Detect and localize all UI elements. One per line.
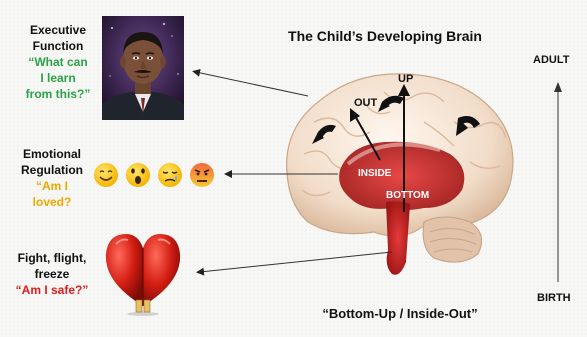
executive-quote-line3: from this?” bbox=[18, 86, 98, 102]
angry-emoji-icon bbox=[190, 163, 214, 187]
crying-emoji-icon bbox=[158, 163, 182, 187]
timeline-top-label: ADULT bbox=[533, 54, 569, 66]
diagram-subtitle: “Bottom-Up / Inside-Out” bbox=[285, 306, 515, 321]
brain-label-inside: INSIDE bbox=[358, 168, 392, 179]
emoji-row bbox=[92, 160, 222, 190]
boxing-gloves-heart-icon bbox=[100, 226, 186, 318]
emotional-quote-line1: “Am I bbox=[12, 178, 92, 194]
survival-heading-line1: Fight, flight, bbox=[12, 250, 92, 266]
emotional-heading-line2: Regulation bbox=[12, 162, 92, 178]
brain-label-out: OUT bbox=[354, 97, 378, 109]
brain-label-bottom: BOTTOM bbox=[386, 190, 429, 201]
brain-label-up: UP bbox=[398, 73, 413, 85]
executive-function-label: Executive Function “What can I learn fro… bbox=[18, 22, 98, 102]
person-portrait-icon bbox=[102, 16, 184, 120]
executive-heading-line2: Function bbox=[18, 38, 98, 54]
timeline-bottom-label: BIRTH bbox=[537, 292, 571, 304]
smiling-emoji-icon bbox=[94, 163, 118, 187]
survival-heading-line2: freeze bbox=[12, 266, 92, 282]
diagram-title: The Child’s Developing Brain bbox=[270, 28, 500, 44]
executive-heading-line1: Executive bbox=[18, 22, 98, 38]
emotional-heading-line1: Emotional bbox=[12, 146, 92, 162]
brain-cross-section-icon: OUT UP INSIDE BOTTOM bbox=[274, 62, 524, 288]
surprised-emoji-icon bbox=[126, 163, 150, 187]
timeline-arrow bbox=[546, 80, 570, 285]
executive-quote-line1: “What can bbox=[18, 54, 98, 70]
emotional-quote-line2: loved? bbox=[12, 194, 92, 210]
executive-quote-line2: I learn bbox=[18, 70, 98, 86]
survival-label: Fight, flight, freeze “Am I safe?” bbox=[12, 250, 92, 298]
emotional-regulation-label: Emotional Regulation “Am I loved? bbox=[12, 146, 92, 210]
survival-quote-line1: “Am I safe?” bbox=[12, 282, 92, 298]
